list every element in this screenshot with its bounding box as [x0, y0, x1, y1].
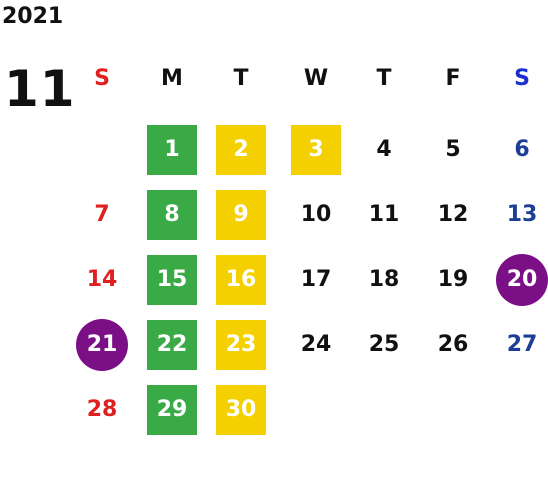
day-7[interactable]: 7 [94, 202, 110, 227]
day-21[interactable]: 21 [76, 319, 128, 371]
day-26[interactable]: 26 [437, 332, 469, 357]
day-6[interactable]: 6 [514, 137, 530, 162]
year-label: 2021 [2, 4, 64, 29]
weekday-wed: W [303, 66, 329, 91]
day-8[interactable]: 8 [147, 190, 197, 240]
day-13[interactable]: 13 [506, 202, 538, 227]
day-2[interactable]: 2 [216, 125, 266, 175]
day-3[interactable]: 3 [291, 125, 341, 175]
day-28[interactable]: 28 [86, 397, 118, 422]
day-25[interactable]: 25 [368, 332, 400, 357]
day-23[interactable]: 23 [216, 320, 266, 370]
day-27[interactable]: 27 [506, 332, 538, 357]
day-14[interactable]: 14 [86, 267, 118, 292]
day-24[interactable]: 24 [300, 332, 332, 357]
weekday-sat: S [514, 66, 530, 91]
day-11[interactable]: 11 [368, 202, 400, 227]
weekday-mon: M [161, 66, 183, 91]
weekday-fri: F [445, 66, 461, 91]
day-1[interactable]: 1 [147, 125, 197, 175]
weekday-tue: T [233, 66, 249, 91]
day-29[interactable]: 29 [147, 385, 197, 435]
day-30[interactable]: 30 [216, 385, 266, 435]
day-22[interactable]: 22 [147, 320, 197, 370]
day-5[interactable]: 5 [445, 137, 461, 162]
day-12[interactable]: 12 [437, 202, 469, 227]
day-20[interactable]: 20 [496, 254, 548, 306]
month-number: 11 [4, 60, 76, 118]
day-17[interactable]: 17 [300, 267, 332, 292]
weekday-sun: S [94, 66, 110, 91]
weekday-thu: T [376, 66, 392, 91]
day-15[interactable]: 15 [147, 255, 197, 305]
day-4[interactable]: 4 [376, 137, 392, 162]
day-9[interactable]: 9 [216, 190, 266, 240]
day-19[interactable]: 19 [437, 267, 469, 292]
day-18[interactable]: 18 [368, 267, 400, 292]
day-16[interactable]: 16 [216, 255, 266, 305]
day-10[interactable]: 10 [300, 202, 332, 227]
